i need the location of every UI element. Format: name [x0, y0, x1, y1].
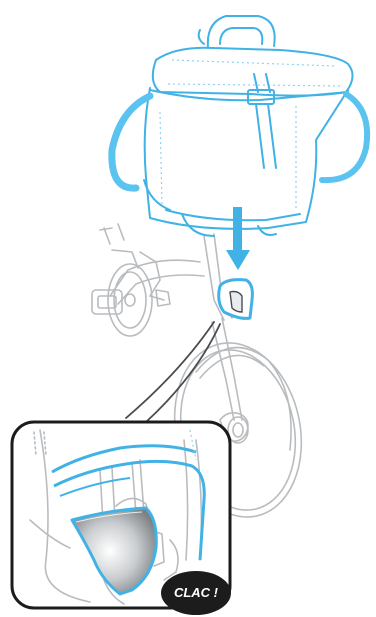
clac-badge: CLAC ! [161, 571, 231, 615]
pedal [92, 290, 122, 314]
bag-body [145, 88, 348, 229]
bag-front-strap [256, 104, 276, 168]
bag-top-roll [153, 48, 353, 96]
bag [112, 16, 367, 236]
clac-badge-label: CLAC ! [174, 585, 219, 600]
mount-bracket [219, 280, 253, 319]
shoulder-strap-right [322, 94, 367, 180]
down-arrow-icon [226, 207, 250, 270]
callout-line-right [146, 324, 220, 422]
bag-handle [208, 16, 275, 48]
callout-line-left [126, 322, 214, 418]
